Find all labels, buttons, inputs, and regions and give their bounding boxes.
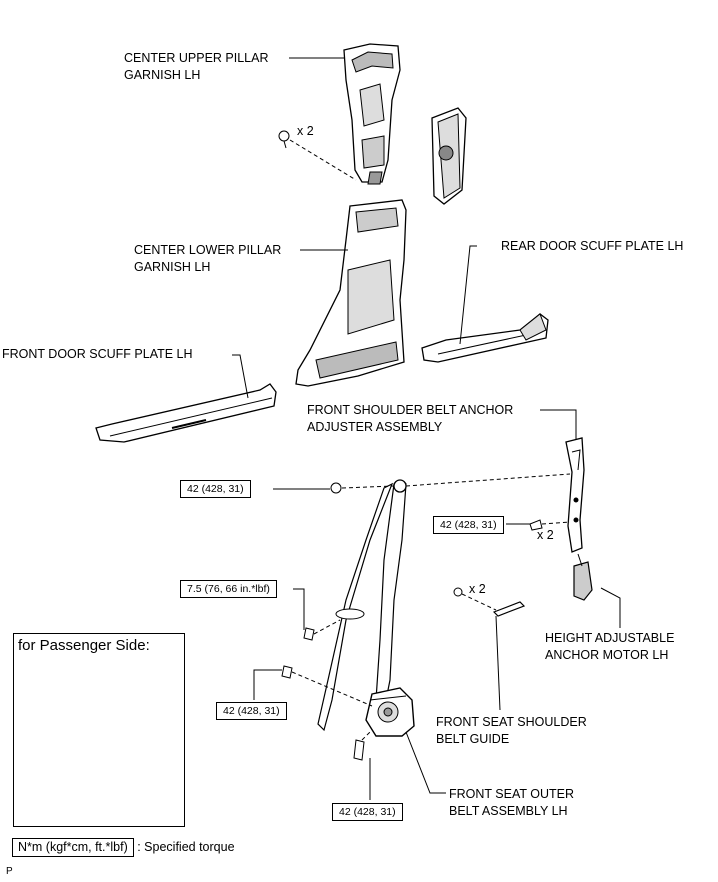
torque-legend: N*m (kgf*cm, ft.*lbf) : Specified torque [12,838,235,857]
torque-adjuster-bolt: 42 (428, 31) [433,516,504,534]
torque-lower-anchor-bolt: 42 (428, 31) [332,803,403,821]
pillar-cover-part [431,107,467,205]
torque-retractor-bolt: 42 (428, 31) [216,702,287,720]
label-center-lower-pillar-garnish: CENTER LOWER PILLAR GARNISH LH [134,243,282,274]
quantity-guide-bolt: x 2 [469,582,486,596]
leader-lines [232,57,621,800]
passenger-side-inset: for Passenger Side: [13,633,185,827]
label-shoulder-belt-anchor-adjuster: FRONT SHOULDER BELT ANCHOR ADJUSTER ASSE… [307,403,514,434]
quantity-upper-clip: x 2 [297,124,314,138]
shoulder-belt-guide [492,601,526,617]
torque-guide-bolt: 7.5 (76, 66 in.*lbf) [180,580,277,598]
pillar-clip [278,130,290,149]
legend-unit-box: N*m (kgf*cm, ft.*lbf) [12,838,134,857]
torque-anchor-nut: 42 (428, 31) [180,480,251,498]
label-front-seat-shoulder-belt-guide: FRONT SEAT SHOULDER BELT GUIDE [436,715,587,746]
label-rear-door-scuff-plate: REAR DOOR SCUFF PLATE LH [501,239,684,253]
shoulder-belt-anchor-adjuster [565,437,585,553]
assembly-guide-lines [291,473,571,741]
center-lower-pillar-garnish [295,199,407,387]
label-center-upper-pillar-garnish: CENTER UPPER PILLAR GARNISH LH [124,51,269,82]
quantity-adjuster-bolt: x 2 [537,528,554,542]
center-upper-pillar-garnish [343,43,401,185]
label-front-seat-outer-belt-assembly: FRONT SEAT OUTER BELT ASSEMBLY LH [449,787,575,818]
label-front-door-scuff-plate: FRONT DOOR SCUFF PLATE LH [2,347,193,361]
belt-retractor [365,687,415,737]
fasteners [281,482,543,761]
legend-text: : Specified torque [137,840,235,854]
label-height-adjustable-anchor-motor: HEIGHT ADJUSTABLE ANCHOR MOTOR LH [545,631,675,662]
corner-mark: P [6,866,13,877]
front-door-scuff-plate [95,383,277,443]
rear-door-scuff-plate [421,313,549,363]
inset-title: for Passenger Side: [18,637,150,654]
height-adjustable-anchor-motor [573,553,593,601]
